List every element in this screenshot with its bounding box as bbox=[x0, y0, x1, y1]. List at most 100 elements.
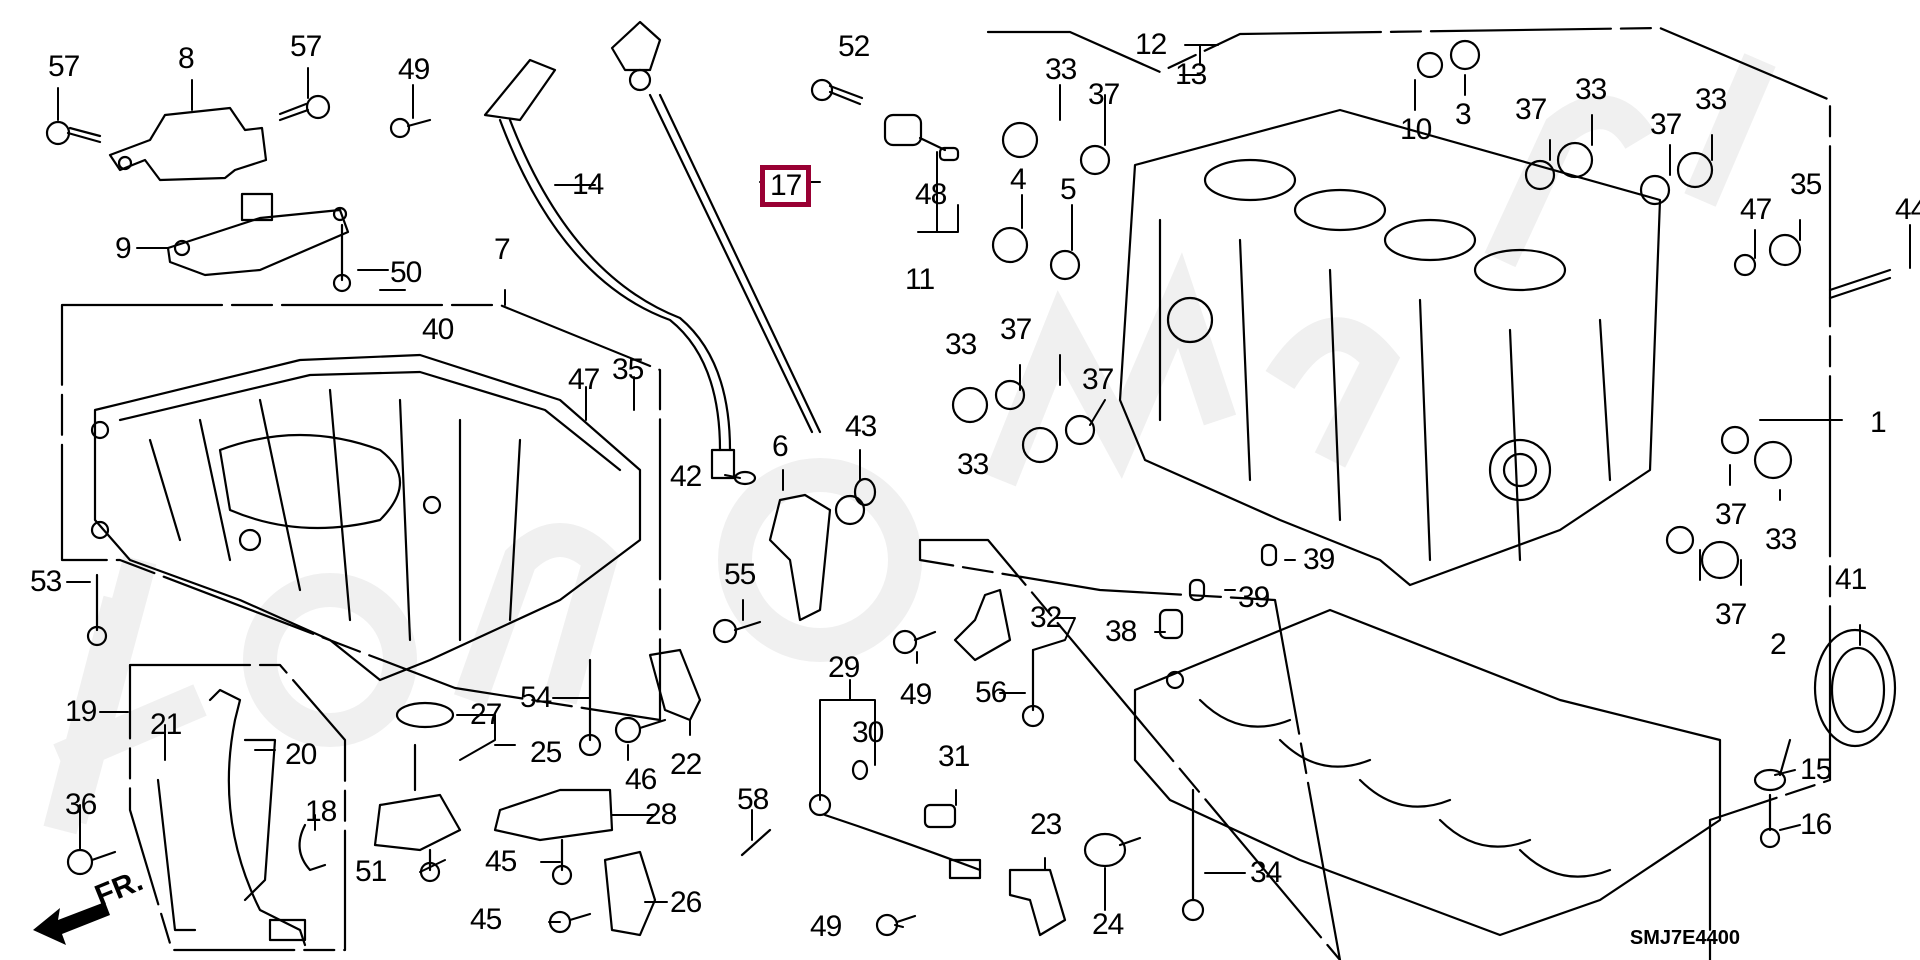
callout-part-39[interactable]: 39 bbox=[1303, 543, 1335, 576]
callout-part-49[interactable]: 49 bbox=[398, 53, 430, 86]
callout-part-24[interactable]: 24 bbox=[1092, 908, 1124, 941]
callout-part-18[interactable]: 18 bbox=[305, 795, 337, 828]
callout-part-28[interactable]: 28 bbox=[645, 798, 677, 831]
callout-part-3[interactable]: 3 bbox=[1455, 98, 1472, 131]
callout-part-37[interactable]: 37 bbox=[1088, 78, 1120, 111]
bracket-8-icon bbox=[108, 106, 268, 182]
bolt-57a-icon bbox=[45, 120, 102, 146]
callout-part-5[interactable]: 5 bbox=[1060, 173, 1077, 206]
callout-part-33[interactable]: 33 bbox=[1695, 83, 1727, 116]
callout-part-31[interactable]: 31 bbox=[938, 740, 970, 773]
callout-part-30[interactable]: 30 bbox=[852, 716, 884, 749]
callout-part-7[interactable]: 7 bbox=[494, 233, 511, 266]
callout-part-42[interactable]: 42 bbox=[670, 460, 702, 493]
bolt-36-icon bbox=[66, 848, 117, 876]
harness-19-icon bbox=[156, 688, 307, 947]
bolt-16-icon bbox=[1759, 793, 1781, 849]
callout-part-25[interactable]: 25 bbox=[530, 736, 562, 769]
callout-part-9[interactable]: 9 bbox=[115, 232, 132, 265]
callout-part-26[interactable]: 26 bbox=[670, 886, 702, 919]
bracket-32-icon bbox=[953, 588, 1012, 662]
callout-part-35[interactable]: 35 bbox=[1790, 168, 1822, 201]
callout-part-35[interactable]: 35 bbox=[612, 353, 644, 386]
callout-part-45[interactable]: 45 bbox=[485, 845, 517, 878]
callout-part-57[interactable]: 57 bbox=[290, 30, 322, 63]
sensor-11-icon bbox=[883, 113, 960, 162]
callout-part-52[interactable]: 52 bbox=[838, 30, 870, 63]
callout-part-2[interactable]: 2 bbox=[1770, 628, 1787, 661]
plug-washer-group-icon bbox=[951, 39, 1802, 580]
callout-part-33[interactable]: 33 bbox=[1575, 73, 1607, 106]
callout-part-10[interactable]: 10 bbox=[1400, 113, 1432, 146]
bolt-51-icon bbox=[419, 848, 441, 883]
callout-part-20[interactable]: 20 bbox=[285, 738, 317, 771]
callout-part-49[interactable]: 49 bbox=[900, 678, 932, 711]
front-arrow-icon bbox=[33, 902, 110, 945]
callout-part-34[interactable]: 34 bbox=[1250, 856, 1282, 889]
lower-block-icon bbox=[1133, 608, 1722, 937]
bolt-49b-icon bbox=[892, 629, 937, 655]
callout-part-27[interactable]: 27 bbox=[470, 698, 502, 731]
callout-part-36[interactable]: 36 bbox=[65, 788, 97, 821]
callout-part-47[interactable]: 47 bbox=[568, 363, 600, 396]
oil-seal-41-icon bbox=[1813, 628, 1897, 748]
callout-part-48[interactable]: 48 bbox=[915, 178, 947, 211]
callout-part-44[interactable]: 44 bbox=[1895, 193, 1920, 226]
stud-44-icon bbox=[1828, 268, 1892, 300]
callout-part-47[interactable]: 47 bbox=[1740, 193, 1772, 226]
callout-part-40[interactable]: 40 bbox=[422, 313, 454, 346]
callout-part-33[interactable]: 33 bbox=[1045, 53, 1077, 86]
callout-part-37[interactable]: 37 bbox=[1650, 108, 1682, 141]
callout-part-16[interactable]: 16 bbox=[1800, 808, 1832, 841]
bolt-53-icon bbox=[86, 573, 108, 647]
cover-9-icon bbox=[166, 192, 350, 277]
callout-part-39[interactable]: 39 bbox=[1238, 581, 1270, 614]
washer-30-icon bbox=[851, 759, 869, 781]
sensor-15-icon bbox=[1753, 738, 1792, 792]
callout-part-43[interactable]: 43 bbox=[845, 410, 877, 443]
callout-part-32[interactable]: 32 bbox=[1030, 601, 1062, 634]
bolt-49a-icon bbox=[389, 117, 432, 139]
bolt-45a-icon bbox=[551, 838, 573, 886]
callout-part-13[interactable]: 13 bbox=[1175, 58, 1207, 91]
callout-part-6[interactable]: 6 bbox=[772, 430, 789, 463]
callout-part-22[interactable]: 22 bbox=[670, 748, 702, 781]
callout-part-45[interactable]: 45 bbox=[470, 903, 502, 936]
callout-part-58[interactable]: 58 bbox=[737, 783, 769, 816]
callout-part-41[interactable]: 41 bbox=[1835, 563, 1867, 596]
callout-part-8[interactable]: 8 bbox=[178, 42, 195, 75]
callout-part-37[interactable]: 37 bbox=[1715, 598, 1747, 631]
callout-part-37[interactable]: 37 bbox=[1000, 313, 1032, 346]
callout-part-1[interactable]: 1 bbox=[1870, 406, 1887, 439]
callout-part-23[interactable]: 23 bbox=[1030, 808, 1062, 841]
callout-part-11[interactable]: 11 bbox=[905, 263, 935, 296]
callout-part-29[interactable]: 29 bbox=[828, 651, 860, 684]
clip-31-icon bbox=[923, 803, 957, 829]
callout-part-50[interactable]: 50 bbox=[390, 256, 422, 289]
callout-part-15[interactable]: 15 bbox=[1800, 753, 1832, 786]
callout-part-57[interactable]: 57 bbox=[48, 50, 80, 83]
bracket-22-icon bbox=[648, 648, 702, 722]
cylinder-block-group-outline bbox=[918, 26, 1832, 960]
callout-part-21[interactable]: 21 bbox=[150, 708, 182, 741]
callout-part-19[interactable]: 19 bbox=[65, 695, 97, 728]
callout-part-37[interactable]: 37 bbox=[1082, 363, 1114, 396]
callout-part-49[interactable]: 49 bbox=[810, 910, 842, 943]
callout-part-55[interactable]: 55 bbox=[724, 558, 756, 591]
callout-part-37[interactable]: 37 bbox=[1715, 498, 1747, 531]
callout-part-33[interactable]: 33 bbox=[945, 328, 977, 361]
callout-part-33[interactable]: 33 bbox=[1765, 523, 1797, 556]
callout-part-12[interactable]: 12 bbox=[1135, 28, 1167, 61]
callout-part-38[interactable]: 38 bbox=[1105, 615, 1137, 648]
callout-part-56[interactable]: 56 bbox=[975, 676, 1007, 709]
callout-part-51[interactable]: 51 bbox=[355, 855, 387, 888]
callout-part-17[interactable]: 17 bbox=[760, 165, 812, 207]
sensor-25-icon bbox=[373, 743, 462, 852]
callout-part-14[interactable]: 14 bbox=[572, 168, 604, 201]
callout-part-37[interactable]: 37 bbox=[1515, 93, 1547, 126]
callout-part-54[interactable]: 54 bbox=[520, 681, 552, 714]
callout-part-4[interactable]: 4 bbox=[1010, 163, 1027, 196]
callout-part-46[interactable]: 46 bbox=[625, 763, 657, 796]
callout-part-33[interactable]: 33 bbox=[957, 448, 989, 481]
callout-part-53[interactable]: 53 bbox=[30, 565, 62, 598]
